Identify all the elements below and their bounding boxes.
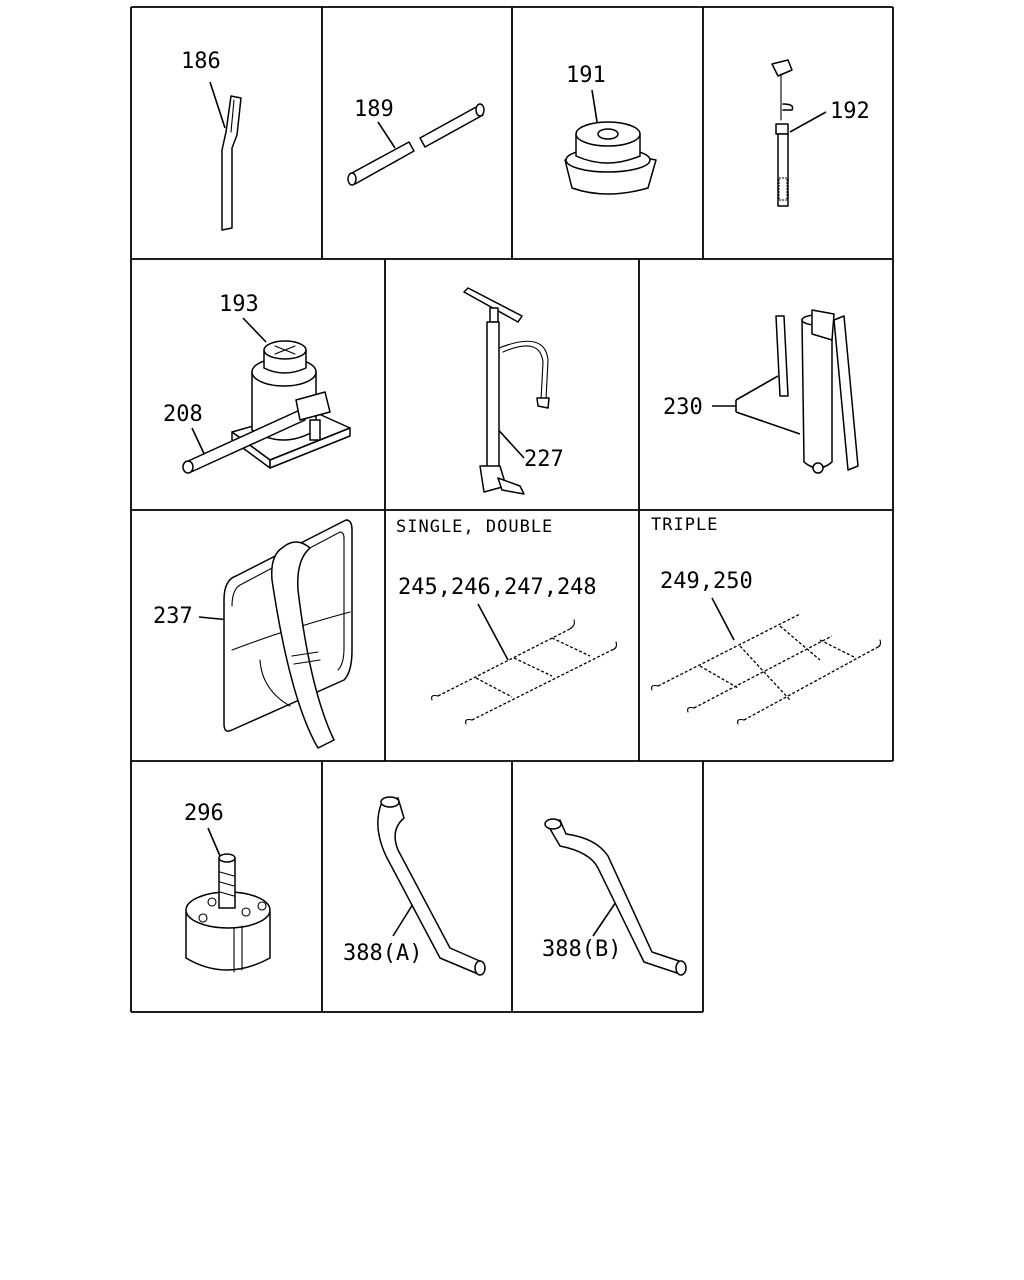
part-193-jack[interactable]: 193 208 <box>163 292 351 474</box>
part-label: 237 <box>153 604 193 629</box>
part-label: 186 <box>181 49 221 74</box>
part-388b-wrench[interactable]: 388(B) <box>542 818 687 976</box>
part-237-tool-bag[interactable]: 237 <box>153 519 353 749</box>
grid-lines <box>130 6 894 1013</box>
part-227-pump[interactable]: 227 <box>463 287 564 495</box>
part-388a-wrench[interactable]: 388(A) <box>343 796 486 976</box>
part-label: 189 <box>354 97 394 122</box>
part-label: 192 <box>830 99 870 124</box>
part-191-pad[interactable]: 191 <box>564 63 657 195</box>
part-192-gauge[interactable]: 192 <box>771 59 870 207</box>
part-label: 230 <box>663 395 703 420</box>
part-label: 249,250 <box>660 569 753 594</box>
part-label: 296 <box>184 801 224 826</box>
part-label: 388(A) <box>343 941 422 966</box>
part-label: 388(B) <box>542 937 621 962</box>
cell-caption: TRIPLE <box>651 515 718 535</box>
part-230-grease-gun[interactable]: 230 <box>663 309 859 474</box>
part-label: 193 <box>219 292 259 317</box>
part-label: 191 <box>566 63 606 88</box>
part-245-chain-single[interactable]: SINGLE, DOUBLE 245,246,247,248 <box>396 517 618 725</box>
part-296-puller[interactable]: 296 <box>184 801 271 973</box>
part-186-tire-lever[interactable]: 186 <box>181 49 242 231</box>
part-label: 208 <box>163 402 203 427</box>
part-189-bar[interactable]: 189 <box>347 97 485 186</box>
part-label: 227 <box>524 447 564 472</box>
part-label: 245,246,247,248 <box>398 575 597 600</box>
cell-caption: SINGLE, DOUBLE <box>396 517 553 537</box>
part-249-chain-triple[interactable]: TRIPLE 249,250 <box>651 515 882 725</box>
